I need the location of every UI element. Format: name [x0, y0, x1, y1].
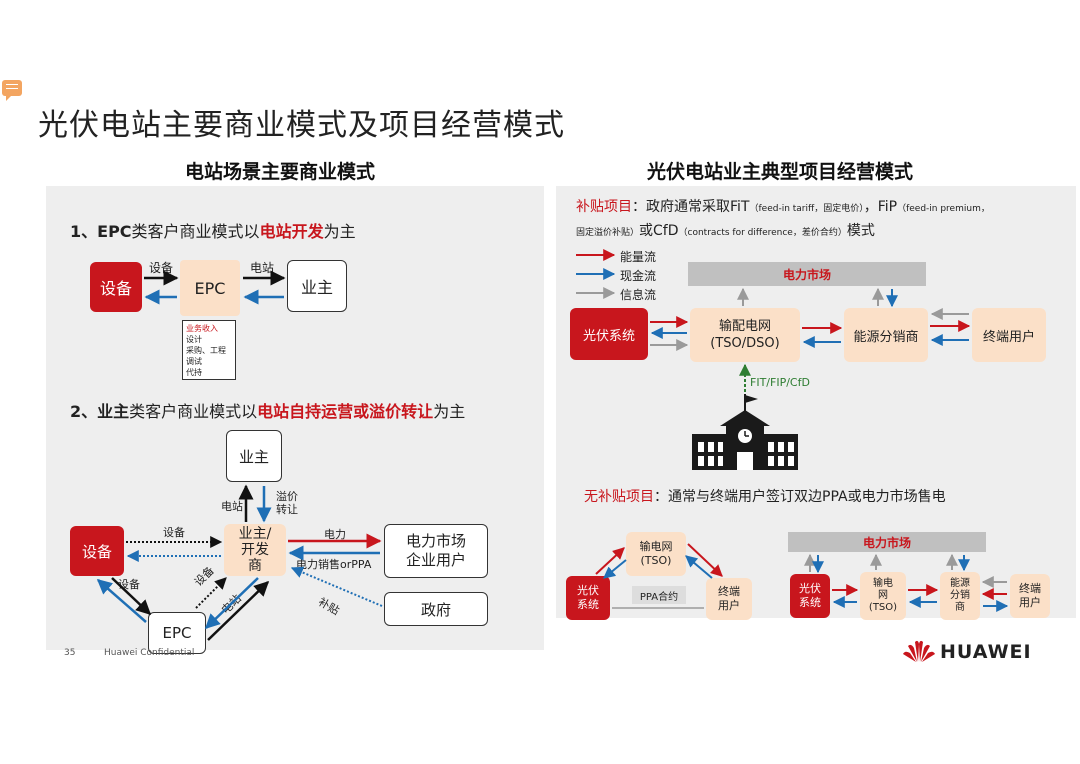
d2-label-station-up: 电站 — [221, 500, 243, 513]
huawei-wordmark: HUAWEI — [940, 641, 1032, 663]
market-bar: 电力市场 — [688, 262, 926, 286]
d2-owner-dev-box: 业主/ 开发 商 — [224, 524, 286, 576]
huawei-flower-icon — [903, 640, 935, 662]
enduser-box: 终端用户 — [972, 308, 1046, 362]
d1-label-station: 电站 — [250, 261, 275, 275]
b2-market-bar: 电力市场 — [788, 532, 986, 552]
b1-pv-box: 光伏 系统 — [566, 576, 610, 620]
section2-heading: 2、业主类客户商业模式以电站自持运营或溢价转让为主 — [70, 402, 466, 421]
b2-enduser-box: 终端 用户 — [1010, 574, 1050, 618]
revenue-item: 代持 — [186, 368, 202, 377]
section1-heading: 1、EPC类客户商业模式以电站开发为主 — [70, 222, 356, 241]
d2-label-device1: 设备 — [163, 526, 185, 539]
d1-epc-box: EPC — [180, 260, 240, 316]
d2-gov-box: 政府 — [384, 592, 488, 626]
b2-grid-box: 输电 网 (TSO) — [860, 572, 906, 620]
d2-label-power: 电力 — [324, 528, 346, 541]
d2-label-premium: 溢价 转让 — [276, 490, 298, 516]
huawei-logo: HUAWEI — [902, 638, 1031, 668]
page-title: 光伏电站主要商业模式及项目经营模式 — [38, 108, 565, 143]
chat-icon[interactable] — [2, 80, 22, 101]
legend-info: 信息流 — [620, 288, 657, 302]
legend-cash: 现金流 — [620, 269, 657, 283]
d2-market-box: 电力市场 企业用户 — [384, 524, 488, 578]
subsidy-text: 补贴项目：政府通常采取FiT（feed-in tariff，固定电价），FiP（… — [576, 199, 990, 239]
d2-device-box: 设备 — [70, 526, 124, 576]
revenue-item: 设计 — [186, 335, 202, 344]
revenue-item: 调试 — [186, 357, 202, 366]
d2-epc-box: EPC — [148, 612, 206, 654]
b1-grid-box: 输电网 (TSO) — [626, 532, 686, 576]
left-subtitle: 电站场景主要商业模式 — [185, 161, 376, 183]
government-building-icon — [690, 392, 800, 474]
b1-ppa-box: PPA合约 — [632, 586, 686, 604]
nosubsidy-text: 无补贴项目：通常与终端用户签订双边PPA或电力市场售电 — [584, 489, 946, 505]
d1-device-box: 设备 — [90, 262, 142, 312]
d1-label-device: 设备 — [149, 261, 174, 275]
footer-page-number: 35 — [64, 648, 76, 658]
pv-system-box: 光伏系统 — [570, 308, 648, 360]
b1-enduser-box: 终端 用户 — [706, 578, 752, 620]
fit-label: FIT/FIP/CfD — [750, 376, 810, 389]
footer-confidential: Huawei Confidential — [104, 648, 195, 658]
distributor-box: 能源分销商 — [844, 308, 928, 362]
revenue-item: 采购、工程 — [186, 346, 226, 355]
revenue-box: 业务收入 设计 采购、工程 调试 代持 — [182, 320, 236, 380]
revenue-title: 业务收入 — [186, 324, 218, 333]
d1-owner-box: 业主 — [287, 260, 347, 312]
right-subtitle: 光伏电站业主典型项目经营模式 — [647, 161, 914, 183]
grid-box: 输配电网 (TSO/DSO) — [690, 308, 800, 362]
d2-owner-top-box: 业主 — [226, 430, 282, 482]
b2-dist-box: 能源 分销 商 — [940, 572, 980, 620]
d2-label-sales: 电力销售orPPA — [296, 558, 372, 571]
d2-label-device2: 设备 — [118, 578, 140, 591]
legend-energy: 能量流 — [620, 250, 657, 264]
b2-pv-box: 光伏 系统 — [790, 574, 830, 618]
